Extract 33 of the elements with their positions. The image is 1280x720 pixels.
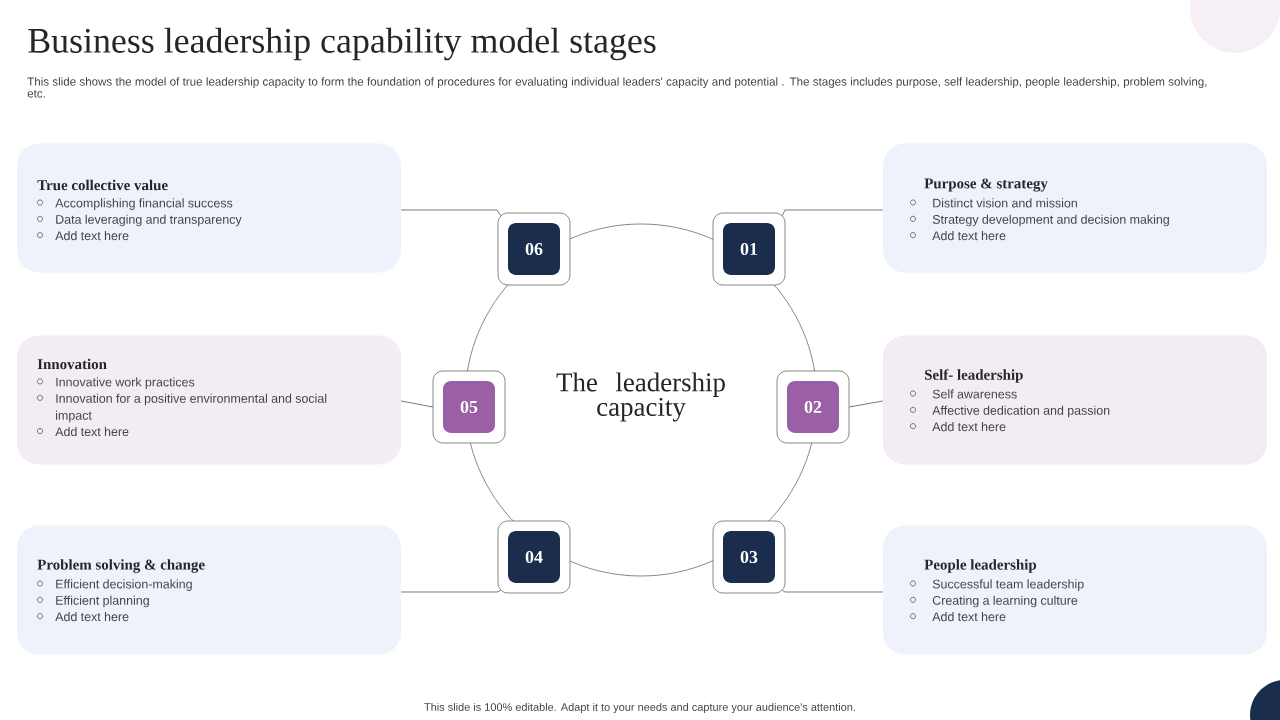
connector-line — [781, 209, 884, 217]
connector-line — [400, 589, 502, 593]
number-badge: 06 — [497, 212, 571, 286]
description: This slide shows the model of true leadership capacity to form the foundation of procedures for evaluating individual leaders' capacity and potential . The stages includes purpose, self leadership, people leadership, problem solving, etc. — [27, 77, 1207, 98]
bullet-item: Add text here — [37, 231, 129, 241]
connector-line — [848, 400, 884, 408]
connector-line — [400, 400, 434, 408]
bullet-item: Data leveraging and transparency — [37, 214, 242, 227]
number-badge: 05 — [432, 370, 506, 444]
bullet-item: Affective dedication and passion — [910, 405, 1110, 418]
number-badge: 01 — [712, 212, 786, 286]
bullet-item: Innovative work practices — [37, 377, 195, 389]
title: Business leadership capability model stages — [28, 27, 656, 61]
number-badge: 02 — [776, 370, 850, 444]
bullet-item: Successful team leadership — [910, 579, 1084, 591]
footer-note: This slide is 100% editable. Adapt it to your needs and capture your audience's attention. — [424, 702, 855, 714]
bullet-item: Add text here — [910, 612, 1006, 622]
number-badge: 03 — [712, 520, 786, 594]
number-badge: 04 — [497, 520, 571, 594]
bullet-item: Efficient decision-making — [37, 579, 192, 591]
bullet-item: Add text here — [910, 422, 1006, 432]
bullet-item: Accomplishing financial success — [37, 198, 233, 210]
bullet-item: Efficient planning — [37, 595, 149, 608]
connector-line — [781, 589, 884, 593]
bullet-item: Creating a learning culture — [910, 595, 1078, 608]
bullet-item: Add text here — [910, 231, 1006, 241]
connector-line — [400, 209, 502, 217]
bullet-item: Strategy development and decision making — [910, 214, 1169, 227]
bullet-item: Distinct vision and mission — [910, 198, 1077, 208]
bullet-item: Innovation for a positive environmental and social impact — [37, 393, 327, 423]
bullet-item: Add text here — [37, 426, 129, 437]
bullet-item: Self awareness — [910, 389, 1017, 399]
bullet-item: Add text here — [37, 612, 129, 622]
